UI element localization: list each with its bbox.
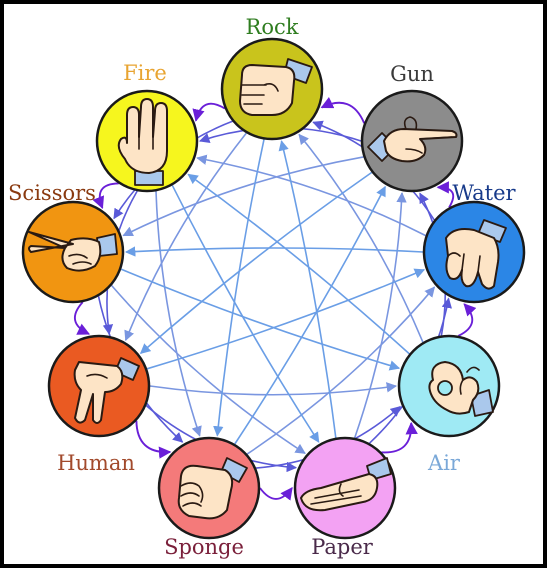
- node-rock: [220, 37, 324, 141]
- edge-adjacent-air-to-water: [457, 303, 477, 337]
- gesture-nodes: [21, 37, 526, 540]
- node-water: [422, 200, 526, 304]
- edge-skip-three-paper-to-gun: [353, 191, 407, 439]
- gun-label: Gun: [390, 62, 434, 86]
- node-air: [397, 334, 501, 438]
- edge-skip-three-gun-to-scissors: [122, 156, 364, 237]
- finger-gun-icon: [367, 116, 458, 163]
- scissors-hand-icon: [28, 231, 118, 272]
- edge-adjacent-fire-to-scissors: [92, 182, 119, 210]
- edge-adjacent-rock-to-fire: [192, 102, 226, 122]
- fire-label: Fire: [123, 61, 167, 85]
- edge-skip-four-rock-to-sponge: [213, 139, 265, 437]
- flat-hand-icon: [300, 457, 392, 512]
- edge-skip-three-human-to-air: [149, 382, 398, 396]
- three-fingers-icon: [117, 98, 168, 186]
- human-label: Human: [57, 451, 135, 475]
- edge-skip-four-human-to-water: [146, 268, 426, 370]
- edge-skip-three-sponge-to-water: [246, 286, 436, 455]
- water-label: Water: [452, 181, 516, 205]
- ok-sign-icon: [428, 361, 494, 417]
- cupped-hand-icon: [445, 219, 507, 290]
- edge-skip-four-gun-to-human: [139, 171, 373, 354]
- edge-adjacent-water-to-gun: [436, 181, 455, 208]
- edge-skip-four-sponge-to-gun: [234, 185, 386, 445]
- node-sponge: [157, 436, 261, 540]
- node-fire: [95, 89, 199, 193]
- paper-label: Paper: [311, 535, 374, 559]
- scissors-label: Scissors: [8, 181, 96, 205]
- edge-skip-three-rock-to-human: [124, 132, 247, 342]
- rock-label: Rock: [246, 15, 299, 39]
- edge-adjacent-paper-to-air: [381, 421, 418, 454]
- air-label: Air: [427, 451, 461, 475]
- edge-adjacent-sponge-to-paper: [259, 487, 293, 501]
- curled-fingers-icon: [177, 457, 248, 520]
- edge-skip-four-fire-to-paper: [171, 184, 320, 443]
- node-scissors: [21, 200, 125, 304]
- sponge-label: Sponge: [164, 535, 244, 559]
- fist-icon: [239, 58, 313, 116]
- node-human: [47, 334, 151, 438]
- edge-skip-four-paper-to-rock: [278, 140, 337, 438]
- node-gun: [360, 89, 464, 193]
- edge-skip-three-scissors-to-paper: [110, 284, 306, 454]
- edge-adjacent-scissors-to-human: [74, 301, 91, 335]
- edge-skip-four-scissors-to-air: [120, 268, 401, 371]
- node-paper: [293, 436, 397, 540]
- edge-adjacent-gun-to-rock: [320, 97, 366, 124]
- edge-skip-three-water-to-fire: [196, 154, 427, 237]
- edge-adjacent-human-to-sponge: [135, 420, 172, 459]
- edge-skip-three-fire-to-sponge: [155, 191, 202, 437]
- walking-fingers-icon: [73, 357, 140, 424]
- edge-skip-four-air-to-fire: [187, 173, 410, 355]
- edge-skip-four-water-to-scissors: [124, 246, 424, 257]
